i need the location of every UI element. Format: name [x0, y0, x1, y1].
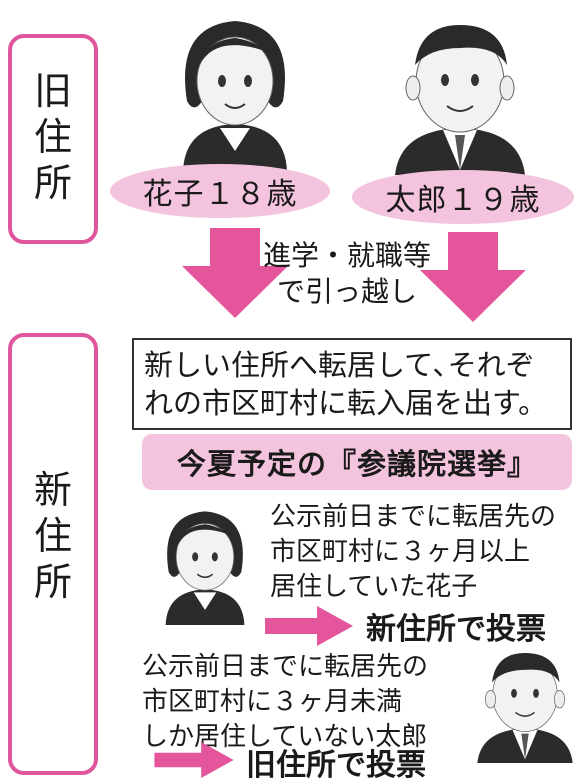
old-address-label: 旧 住 所	[33, 69, 72, 205]
down-arrow-icon	[182, 228, 288, 318]
hanako-age-label: 花子１８歳	[110, 164, 330, 218]
woman-avatar-icon	[183, 21, 287, 171]
new-address-box: 新 住 所	[8, 333, 98, 775]
hanako-case-text: 公示前日までに転居先の 市区町村に３ヶ月以上 居住していた花子	[270, 502, 557, 602]
new-address-label: 新 住 所	[33, 468, 72, 604]
move-note: 進学・就職等 で引っ越し	[262, 239, 431, 308]
down-arrow-icon	[420, 232, 526, 322]
taro-case-text: 公示前日までに転居先の 市区町村に３ヶ月未満 しか居住していない太郎	[142, 652, 429, 752]
old-address-box: 旧 住 所	[8, 34, 98, 244]
man-avatar-icon	[477, 653, 573, 763]
moving-info-box: 新しい住所へ転居して､それぞ れの市区町村に転入届を出す。	[132, 338, 572, 430]
man-avatar-icon	[395, 25, 525, 175]
right-arrow-icon	[154, 742, 234, 778]
hanako-result: 新住所で投票	[366, 612, 546, 647]
election-banner: 今夏予定の『参議院選挙』	[142, 434, 572, 490]
taro-result: 旧住所で投票	[246, 748, 426, 783]
right-arrow-icon	[265, 606, 353, 646]
taro-age-label: 太郎１９歳	[352, 170, 574, 224]
woman-avatar-icon	[165, 511, 245, 625]
